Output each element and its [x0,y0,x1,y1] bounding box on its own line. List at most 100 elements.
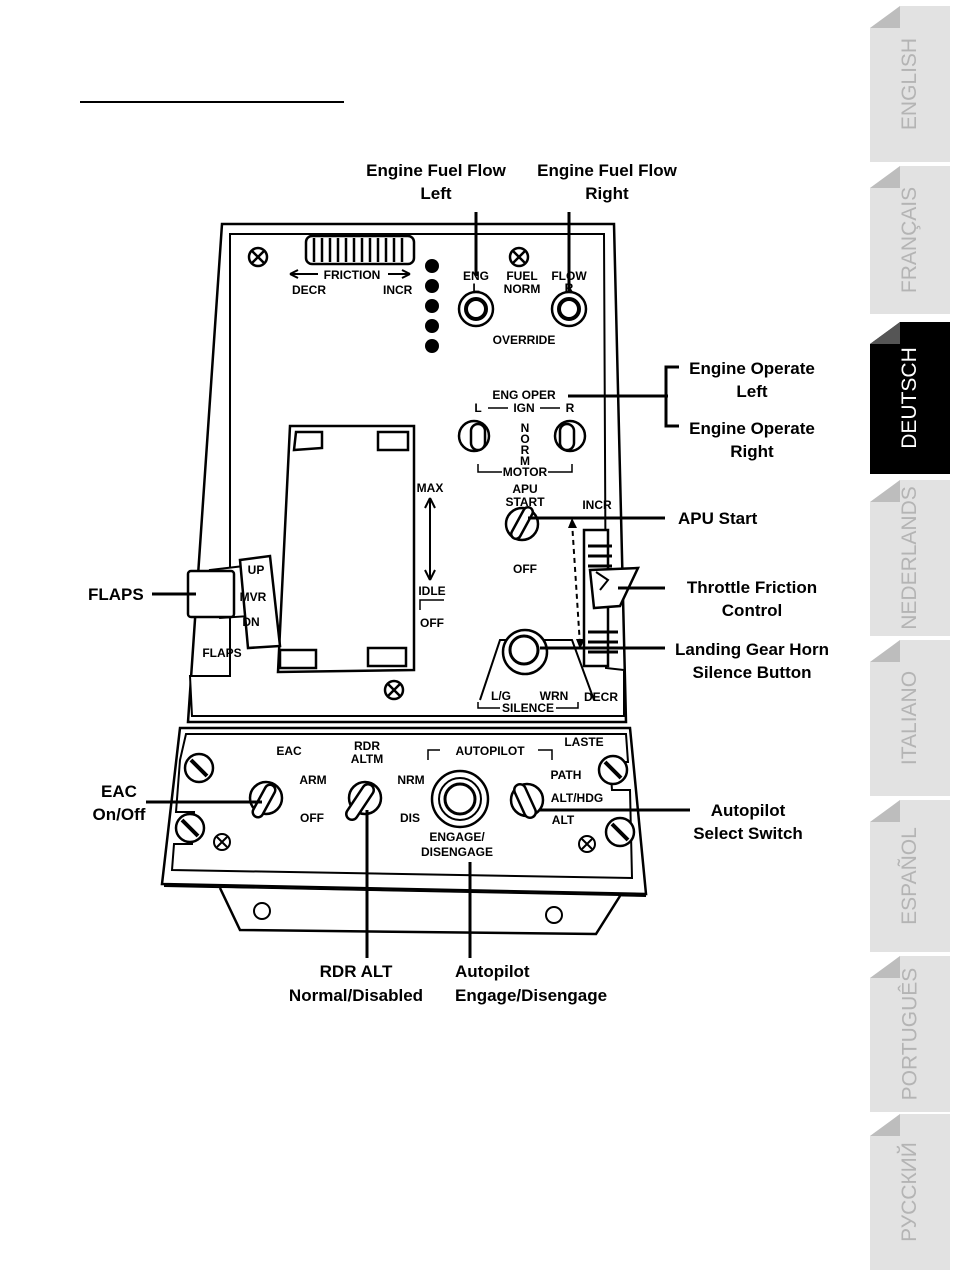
flaps-up-label: UP [248,563,265,577]
language-tab-deutsch[interactable]: DEUTSCH [870,322,950,474]
autopilot-label: AUTOPILOT [455,744,525,758]
fuel-label: FUEL [506,269,537,283]
max-label: MAX [417,481,444,495]
laste-label: LASTE [564,735,603,749]
screw-icon [597,754,629,786]
alt-hdg-label: ALT/HDG [551,791,603,805]
path-label: PATH [551,768,582,782]
callout-oper-right-line1: Engine Operate [689,419,815,438]
norm-label: NORM [504,282,541,296]
norm-v-4: M [520,454,530,468]
screw-icon [508,246,530,268]
friction-wheel[interactable] [304,234,416,266]
callout-fuel-left-line2: Left [420,184,452,203]
friction-label: FRICTION [324,268,381,282]
screw-icon [247,246,269,268]
callout-ap-select-line2: Select Switch [693,824,803,843]
tab-shape [870,6,950,162]
eng-oper-label: ENG OPER [492,388,556,402]
idle-off-label: OFF [420,616,444,630]
apu-start-switch[interactable] [504,506,540,542]
tab-label: ITALIANO [898,670,922,766]
landing-gear-horn-silence-button[interactable] [501,628,549,676]
motor-label: MOTOR [503,465,548,479]
lg-label: L/G [491,689,511,703]
screw-icon [213,833,231,851]
language-tab-italiano[interactable]: ITALIANO [870,640,950,796]
tab-shape [870,800,950,952]
throttle-quadrant-diagram: FRICTION DECR INCR ENG L FUEL NORM FLOW … [88,161,829,1005]
callout-rdr-line2: Normal/Disabled [289,986,423,1005]
screw-icon [383,679,405,701]
ign-label: IGN [513,401,534,415]
tab-shape [870,480,950,636]
callout-ap-engage-line1: Autopilot [455,962,530,981]
heading-underline [80,101,344,103]
flaps-mvr-label: MVR [240,590,267,604]
flaps-lever[interactable] [186,554,282,650]
lower-panel [160,726,648,936]
disengage-label: DISENGAGE [421,845,493,859]
fuel-flow-left-button[interactable] [457,290,495,328]
screw-icon [604,816,636,848]
throttle-incr-label: INCR [582,498,612,512]
tab-shape [870,956,950,1112]
callout-oper-right-line2: Right [730,442,774,461]
mounting-hole [253,902,271,920]
apu-off-label: OFF [513,562,537,576]
flaps-dn-label: DN [242,615,259,629]
altm-label: ALTM [351,752,383,766]
callout-flaps: FLAPS [88,585,144,604]
friction-decr-label: DECR [292,283,326,297]
override-label: OVERRIDE [493,333,556,347]
language-tab-espanol[interactable]: ESPAÑOL [870,800,950,952]
tab-label: PORTUGUÊS [898,967,922,1101]
autopilot-select-switch[interactable] [509,782,545,819]
tab-shape [870,166,950,314]
norm-v-3: R [521,443,530,457]
tab-shape [870,640,950,796]
callout-horn-line2: Silence Button [692,663,811,682]
screw-icon [174,812,206,844]
tab-label: NEDERLANDS [898,486,922,630]
callout-oper-left-line1: Engine Operate [689,359,815,378]
language-tab-russian[interactable]: РУССКИЙ [870,1114,950,1270]
callout-fuel-right-line1: Engine Fuel Flow [537,161,678,180]
throttle-decr-label: DECR [584,690,618,704]
callout-ap-engage-line2: Engage/Disengage [455,986,607,1005]
throttle-handle[interactable] [276,424,416,674]
oper-l-label: L [474,401,481,415]
tab-shape [870,1114,950,1270]
language-tab-francais[interactable]: FRANÇAIS [870,166,950,314]
eac-switch[interactable] [248,780,284,819]
autopilot-engage-button[interactable] [430,769,490,829]
language-tab-english[interactable]: ENGLISH [870,6,950,162]
tab-label: ESPAÑOL [898,827,921,925]
eac-off-label: OFF [300,811,324,825]
callout-leaders [146,212,690,958]
eac-label: EAC [276,744,302,758]
fuel-flow-right-button[interactable] [550,290,588,328]
screw-icon [578,835,596,853]
friction-incr-label: INCR [383,283,413,297]
throttle-lever[interactable] [582,528,641,668]
engine-operate-left-switch[interactable] [457,419,491,453]
start-label: START [505,495,545,509]
screw-icon [183,752,215,784]
tab-label: DEUTSCH [898,347,922,449]
engine-operate-right-switch[interactable] [553,419,587,453]
callout-fuel-right-line2: Right [585,184,629,203]
norm-v-1: N [521,421,530,435]
rdr-alt-switch[interactable] [345,780,383,821]
callout-throttle-line1: Throttle Friction [687,578,817,597]
callout-throttle-line2: Control [722,601,782,620]
language-tab-nederlands[interactable]: NEDERLANDS [870,480,950,636]
oper-r-label: R [566,401,575,415]
callout-rdr-line1: RDR ALT [320,962,393,981]
eng-l-label: L [472,281,479,295]
callout-oper-left-line2: Left [736,382,768,401]
nrm-label: NRM [397,773,424,787]
callout-eac-line2: On/Off [93,805,146,824]
callout-fuel-left-line1: Engine Fuel Flow [366,161,507,180]
language-tab-portugues[interactable]: PORTUGUÊS [870,956,950,1112]
